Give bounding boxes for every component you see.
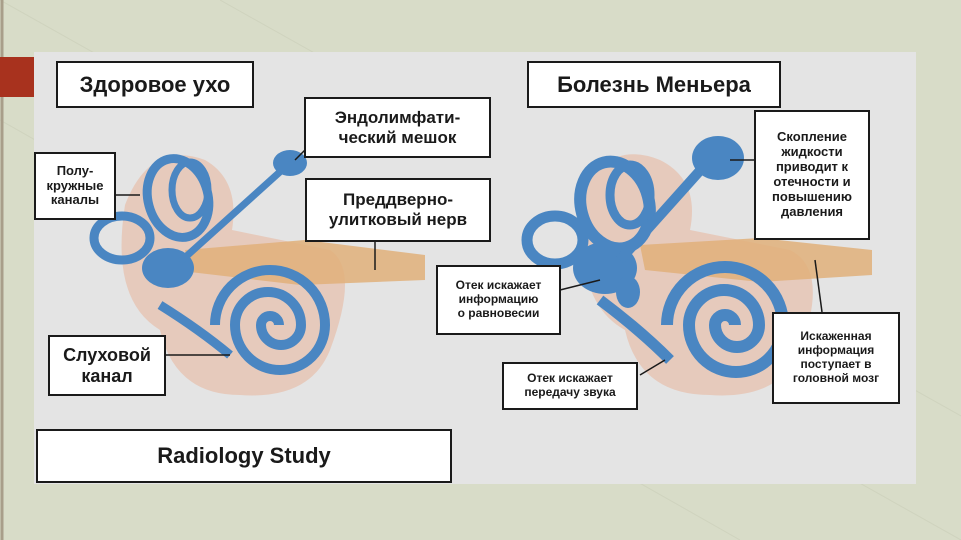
meniere-title: Болезнь Меньера <box>527 61 781 108</box>
fluid-accumulation-label: Скопление жидкости приводит к отечности … <box>754 110 870 240</box>
footer-caption: Radiology Study <box>36 429 452 483</box>
pointer-lines <box>115 149 823 376</box>
balance-distortion-label: Отек искажает информацию о равновесии <box>436 265 561 335</box>
semicircular-canals-label: Полу- кружные каналы <box>34 152 116 220</box>
auditory-canal-label: Слуховой канал <box>48 335 166 396</box>
sound-distortion-label: Отек искажает передачу звука <box>502 362 638 410</box>
meniere-ear-drawing <box>521 136 872 396</box>
healthy-ear-title: Здоровое ухо <box>56 61 254 108</box>
endolymphatic-sac-label: Эндолимфати- ческий мешок <box>304 97 491 158</box>
healthy-ear-drawing <box>89 150 425 396</box>
accent-bar <box>0 57 34 97</box>
brain-distortion-label: Искаженная информация поступает в головн… <box>772 312 900 404</box>
vestibulocochlear-nerve-label: Преддверно- улитковый нерв <box>305 178 491 242</box>
